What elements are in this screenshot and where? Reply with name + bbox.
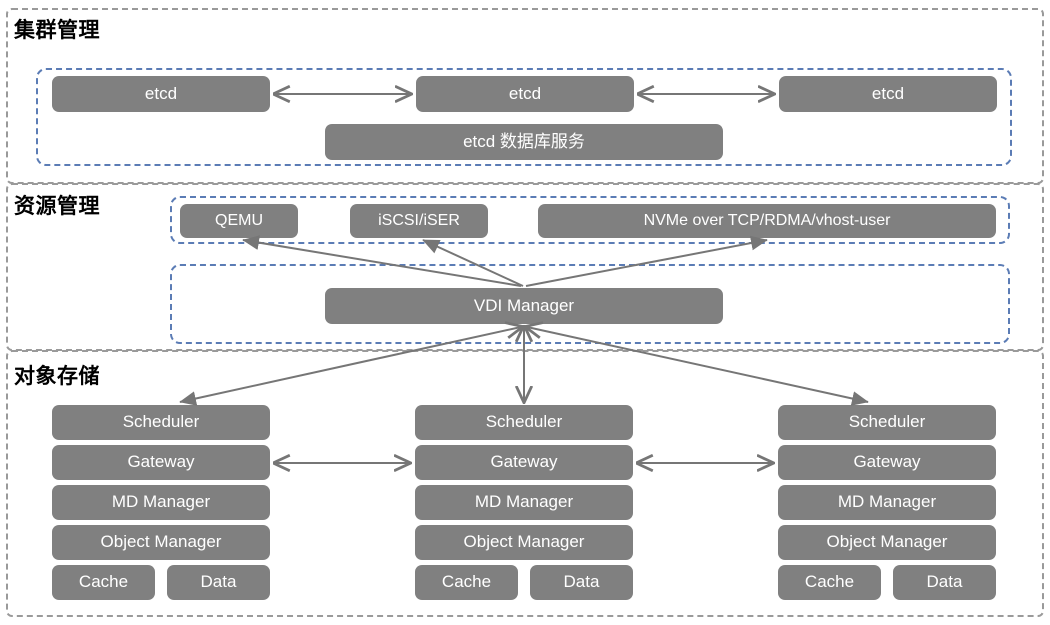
node-scheduler-3[interactable]: Scheduler — [778, 405, 996, 440]
node-etcd-database-service[interactable]: etcd 数据库服务 — [325, 124, 723, 160]
node-qemu[interactable]: QEMU — [180, 204, 298, 238]
section-title-cluster-management: 集群管理 — [14, 19, 100, 42]
storage-node-column-3: Scheduler Gateway MD Manager Object Mana… — [778, 405, 996, 605]
node-gateway-2[interactable]: Gateway — [415, 445, 633, 480]
node-etcd-3[interactable]: etcd — [779, 76, 997, 112]
node-data-2[interactable]: Data — [530, 565, 633, 600]
node-object-manager-3[interactable]: Object Manager — [778, 525, 996, 560]
node-scheduler-2[interactable]: Scheduler — [415, 405, 633, 440]
storage-node-column-2: Scheduler Gateway MD Manager Object Mana… — [415, 405, 633, 605]
section-title-resource-management: 资源管理 — [14, 195, 100, 218]
node-cache-1[interactable]: Cache — [52, 565, 155, 600]
node-data-1[interactable]: Data — [167, 565, 270, 600]
node-vdi-manager[interactable]: VDI Manager — [325, 288, 723, 324]
node-etcd-2[interactable]: etcd — [416, 76, 634, 112]
section-title-object-storage: 对象存储 — [14, 365, 100, 388]
group-etcd-cluster — [36, 68, 1012, 166]
node-iscsi-iser[interactable]: iSCSI/iSER — [350, 204, 488, 238]
node-etcd-1[interactable]: etcd — [52, 76, 270, 112]
node-object-manager-1[interactable]: Object Manager — [52, 525, 270, 560]
node-md-manager-2[interactable]: MD Manager — [415, 485, 633, 520]
node-md-manager-3[interactable]: MD Manager — [778, 485, 996, 520]
node-md-manager-1[interactable]: MD Manager — [52, 485, 270, 520]
node-cache-3[interactable]: Cache — [778, 565, 881, 600]
node-scheduler-1[interactable]: Scheduler — [52, 405, 270, 440]
node-gateway-1[interactable]: Gateway — [52, 445, 270, 480]
node-cache-2[interactable]: Cache — [415, 565, 518, 600]
storage-node-column-1: Scheduler Gateway MD Manager Object Mana… — [52, 405, 270, 605]
node-nvme-over-tcp-rdma-vhost-user[interactable]: NVMe over TCP/RDMA/vhost-user — [538, 204, 996, 238]
node-data-3[interactable]: Data — [893, 565, 996, 600]
node-gateway-3[interactable]: Gateway — [778, 445, 996, 480]
node-object-manager-2[interactable]: Object Manager — [415, 525, 633, 560]
